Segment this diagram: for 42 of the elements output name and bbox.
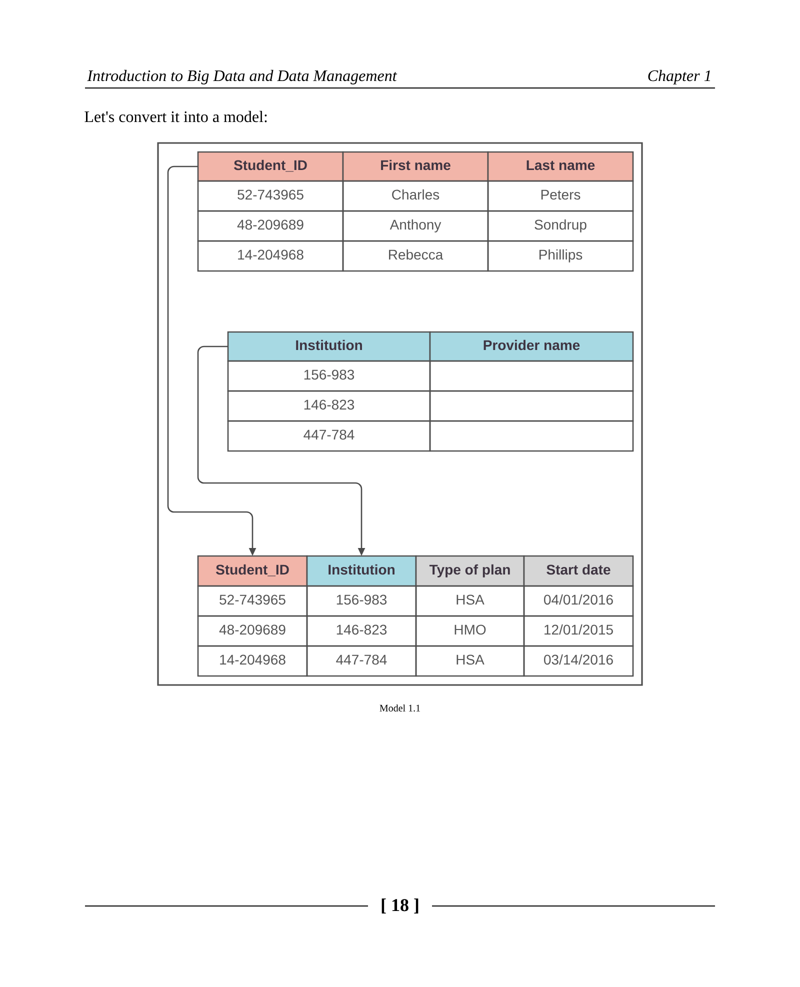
- header-cell: Start date: [523, 555, 634, 587]
- header-cell: Provider name: [429, 331, 634, 362]
- header-cell: Last name: [487, 151, 634, 182]
- frame: [157, 142, 643, 686]
- chapter-label: Chapter 1: [648, 70, 710, 84]
- header-cell: Type of plan: [415, 555, 525, 587]
- table-cell: 146-823: [306, 615, 417, 647]
- table-cell: 52-743965: [197, 180, 344, 212]
- table-cell: 03/14/2016: [523, 645, 634, 677]
- table-cell: HMO: [415, 615, 525, 647]
- table-cell: [429, 360, 634, 392]
- table-cell: HSA: [415, 585, 525, 617]
- header-cell: Institution: [227, 331, 431, 362]
- table-cell: [429, 390, 634, 422]
- table-cell: 12/01/2015: [523, 615, 634, 647]
- table-cell: 146-823: [227, 390, 431, 422]
- body-text: Let's convert it into a model:: [84, 110, 267, 122]
- table-cell: Charles: [342, 180, 489, 212]
- table-cell: 48-209689: [197, 615, 308, 647]
- table-cell: HSA: [415, 645, 525, 677]
- header-cell: Institution: [306, 555, 417, 587]
- table-cell: 447-784: [306, 645, 417, 677]
- header-cell: Student_ID: [197, 555, 308, 587]
- table-cell: 48-209689: [197, 210, 344, 242]
- table-cell: Rebecca: [342, 240, 489, 272]
- table-cell: Peters: [487, 180, 634, 212]
- header-cell: First name: [342, 151, 489, 182]
- table-cell: Anthony: [342, 210, 489, 242]
- caption: Model 1.1: [380, 704, 420, 712]
- table-cell: 447-784: [227, 420, 431, 452]
- page-number: [ 18 ]: [382, 898, 418, 914]
- table-cell: 14-204968: [197, 240, 344, 272]
- header-cell: Student_ID: [197, 151, 344, 182]
- table-cell: 156-983: [306, 585, 417, 617]
- table-cell: Sondrup: [487, 210, 634, 242]
- table-cell: Phillips: [487, 240, 634, 272]
- table-cell: 156-983: [227, 360, 431, 392]
- table-cell: 04/01/2016: [523, 585, 634, 617]
- table-cell: [429, 420, 634, 452]
- running-head: Introduction to Big Data and Data Management: [87, 70, 398, 84]
- table-cell: 14-204968: [197, 645, 308, 677]
- table-cell: 52-743965: [197, 585, 308, 617]
